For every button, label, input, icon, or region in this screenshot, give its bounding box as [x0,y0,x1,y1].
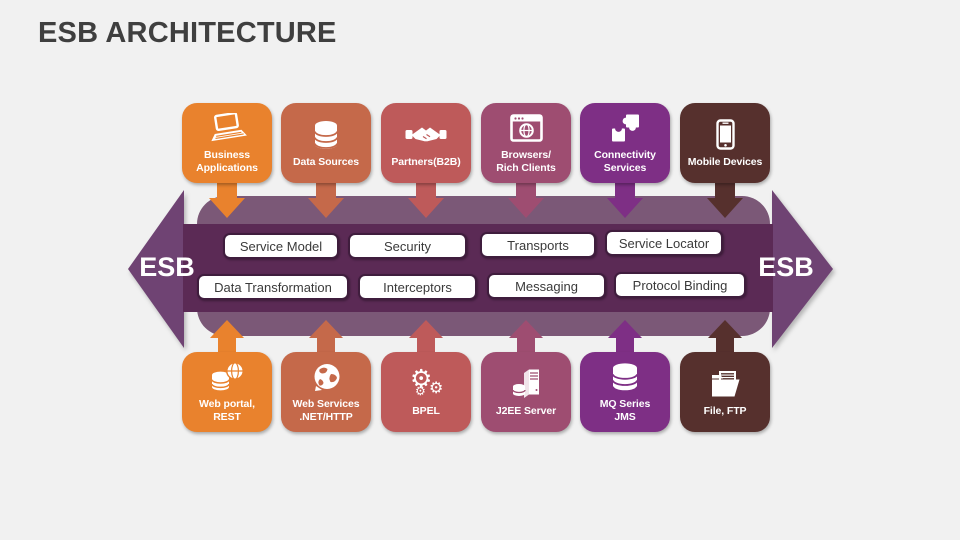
node-web-services-net-http: Web Services .NET/HTTP [281,320,371,434]
pill-transports: Transports [480,232,596,258]
node-partners-b2b: Partners(B2B) [381,103,471,221]
globe-icon [311,360,342,394]
database-globe-icon [210,360,245,394]
node-label: Mobile Devices [687,155,763,168]
node-label: Partners(B2B) [391,155,461,168]
node-label: File, FTP [703,404,747,417]
pill-security: Security [348,233,467,259]
node-j2ee-server: J2EE Server [481,320,571,434]
node-web-portal-rest: Web portal, REST [182,320,272,434]
connector-stem [716,336,734,356]
esb-arrowhead-left [128,190,184,348]
connector-stem [517,336,535,356]
node-box: Data Sources [281,103,371,183]
node-label: Connectivity Services [594,149,656,174]
pill-service-model: Service Model [223,233,339,259]
arrow-down-icon [408,198,444,218]
esb-arrowhead-right [772,190,833,348]
pill-interceptors: Interceptors [358,274,477,300]
arrow-up-icon [309,320,343,338]
connector-stem [317,336,335,356]
gear-icon: ⚙ [429,377,444,397]
laptop-icon [207,111,247,145]
pill-messaging: Messaging [487,273,606,299]
server-icon [511,367,542,401]
node-box: ⚙ ⚙ ⚙ BPEL [381,352,471,432]
browser-globe-icon [509,111,543,145]
database-icon [313,118,339,152]
node-connectivity-services: Connectivity Services [580,103,670,221]
node-label: Web Services .NET/HTTP [292,398,360,423]
node-box: Business Applications [182,103,272,183]
arrow-down-icon [607,198,643,218]
node-label: Data Sources [293,155,359,168]
node-box: J2EE Server [481,352,571,432]
connector-stem [616,336,634,356]
node-box: MQ Series JMS [580,352,670,432]
arrow-down-icon [308,198,344,218]
slide-title: ESB ARCHITECTURE [38,17,337,49]
connector-stem [417,336,435,356]
node-browsers-rich-clients: Browsers/ Rich Clients [481,103,571,221]
node-box: File, FTP [680,352,770,432]
gear-icon: ⚙ [410,363,433,393]
node-bpel: ⚙ ⚙ ⚙ BPEL [381,320,471,434]
arrow-up-icon [608,320,642,338]
smartphone-icon [715,118,735,152]
folder-icon [709,367,742,401]
database-stack-icon [610,360,640,394]
esb-label-left: ESB [139,252,195,282]
arrow-up-icon [210,320,244,338]
node-label: BPEL [412,404,440,417]
arrow-up-icon [509,320,543,338]
pill-protocol-binding: Protocol Binding [614,272,746,298]
arrow-up-icon [708,320,742,338]
arrow-down-icon [707,198,743,218]
node-box: Web portal, REST [182,352,272,432]
handshake-icon [405,118,447,152]
node-mq-series-jms: MQ Series JMS [580,320,670,434]
puzzle-icon [610,111,641,145]
node-label: J2EE Server [495,404,557,417]
node-label: Browsers/ Rich Clients [496,149,556,174]
node-label: Business Applications [196,149,258,174]
node-data-sources: Data Sources [281,103,371,221]
arrow-down-icon [209,198,245,218]
node-box: Connectivity Services [580,103,670,183]
node-box: Partners(B2B) [381,103,471,183]
node-file-ftp: File, FTP [680,320,770,434]
arrow-up-icon [409,320,443,338]
node-box: Mobile Devices [680,103,770,183]
node-box: Browsers/ Rich Clients [481,103,571,183]
node-label: Web portal, REST [199,398,255,423]
node-label: MQ Series JMS [599,398,651,423]
pill-service-locator: Service Locator [605,230,723,256]
node-box: Web Services .NET/HTTP [281,352,371,432]
gear-icon: ⚙ [415,383,426,398]
node-mobile-devices: Mobile Devices [680,103,770,221]
gears-icon: ⚙ ⚙ ⚙ [407,363,445,401]
connector-stem [218,336,236,356]
arrow-down-icon [508,198,544,218]
esb-label-right: ESB [758,252,814,282]
pill-data-transformation: Data Transformation [197,274,349,300]
node-business-applications: Business Applications [182,103,272,221]
